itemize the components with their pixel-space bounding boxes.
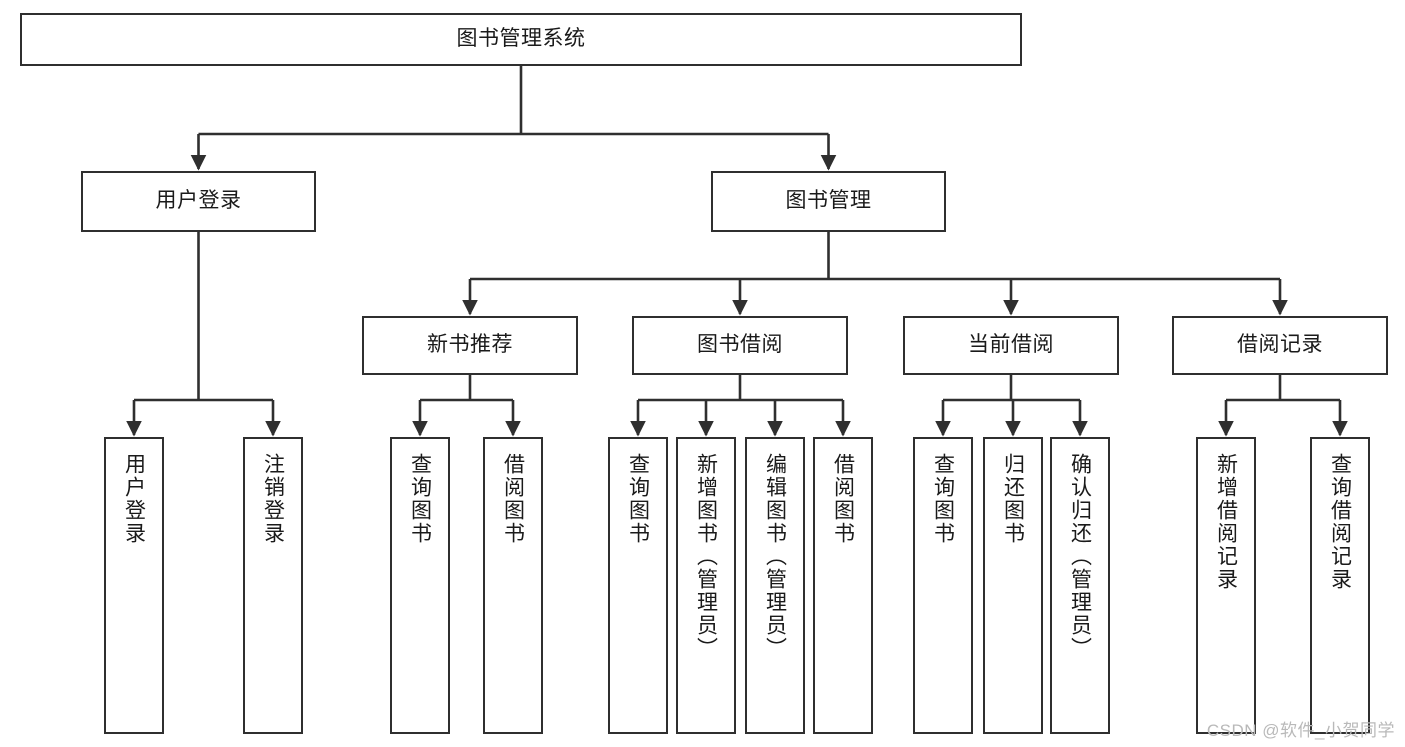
node-label: 图书管理 <box>785 189 872 213</box>
leaf-query-book-recommend[interactable]: 查询图书 <box>390 437 450 734</box>
leaf-query-book-current[interactable]: 查询图书 <box>913 437 973 734</box>
node-root[interactable]: 图书管理系统 <box>20 13 1022 66</box>
node-label: 新增借阅记录 <box>1214 453 1238 591</box>
node-label: 编辑图书（管理员） <box>763 453 787 660</box>
node-new-book-recommend[interactable]: 新书推荐 <box>362 316 578 375</box>
node-current-borrow[interactable]: 当前借阅 <box>903 316 1119 375</box>
leaf-add-book-admin[interactable]: 新增图书（管理员） <box>676 437 736 734</box>
node-label: 查询图书 <box>626 453 650 545</box>
node-label: 借阅图书 <box>831 453 855 545</box>
leaf-edit-book-admin[interactable]: 编辑图书（管理员） <box>745 437 805 734</box>
node-user-login[interactable]: 用户登录 <box>81 171 316 232</box>
node-label: 图书借阅 <box>697 333 783 357</box>
node-label: 查询借阅记录 <box>1328 453 1352 591</box>
leaf-confirm-return-admin[interactable]: 确认归还（管理员） <box>1050 437 1110 734</box>
leaf-add-borrow-record[interactable]: 新增借阅记录 <box>1196 437 1256 734</box>
leaf-query-borrow-record[interactable]: 查询借阅记录 <box>1310 437 1370 734</box>
node-book-borrow[interactable]: 图书借阅 <box>632 316 848 375</box>
leaf-return-book[interactable]: 归还图书 <box>983 437 1043 734</box>
node-book-management[interactable]: 图书管理 <box>711 171 946 232</box>
leaf-borrow-book-recommend[interactable]: 借阅图书 <box>483 437 543 734</box>
leaf-query-book[interactable]: 查询图书 <box>608 437 668 734</box>
node-label: 借阅图书 <box>501 453 525 545</box>
node-label: 当前借阅 <box>968 333 1054 357</box>
leaf-user-login[interactable]: 用户登录 <box>104 437 164 734</box>
node-label: 图书管理系统 <box>456 27 586 51</box>
node-label: 新增图书（管理员） <box>694 453 718 660</box>
node-label: 查询图书 <box>931 453 955 545</box>
leaf-borrow-book[interactable]: 借阅图书 <box>813 437 873 734</box>
node-label: 借阅记录 <box>1237 333 1323 357</box>
node-label: 查询图书 <box>408 453 432 545</box>
node-label: 用户登录 <box>122 453 146 545</box>
node-label: 注销登录 <box>261 453 285 545</box>
node-label: 新书推荐 <box>427 333 513 357</box>
leaf-logout[interactable]: 注销登录 <box>243 437 303 734</box>
node-borrow-record[interactable]: 借阅记录 <box>1172 316 1388 375</box>
node-label: 用户登录 <box>155 189 242 213</box>
node-label: 确认归还（管理员） <box>1068 453 1092 660</box>
node-label: 归还图书 <box>1001 453 1025 545</box>
